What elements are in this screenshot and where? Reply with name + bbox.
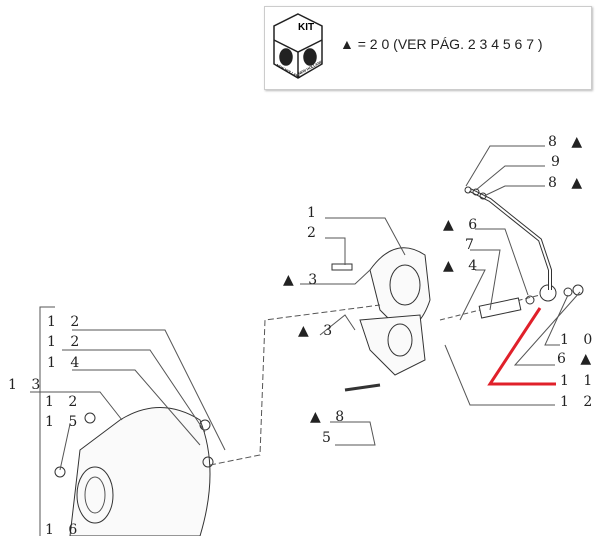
callout-7: 7 <box>465 237 479 253</box>
highlight-marker <box>487 307 556 386</box>
callout-11: 1 1 <box>560 373 598 389</box>
callout-5: 5 <box>322 430 336 446</box>
callout-6: ▲ 6 <box>443 217 483 233</box>
callout-16: 1 6 <box>45 522 83 536</box>
callout-6: 6 ▲ <box>557 351 597 367</box>
callout-9: 9 <box>551 154 565 170</box>
kit-legend-text: ▲ = 2 0 (VER PÁG. 2 3 4 5 6 7 ) <box>340 36 543 52</box>
callout-3: ▲ 3 <box>298 323 338 339</box>
callout-8: 8 ▲ <box>548 175 588 191</box>
callout-8: ▲ 8 <box>310 409 350 425</box>
callout-13: 1 3 <box>8 377 46 393</box>
kit-badge-label: KIT <box>298 22 315 33</box>
callout-12: 1 2 <box>45 394 83 410</box>
callout-12: 1 2 <box>47 314 85 330</box>
brake-housing <box>331 247 431 392</box>
callout-8: 8 ▲ <box>548 134 588 150</box>
callout-1: 1 <box>307 205 321 221</box>
kit-cube-icon <box>273 13 323 79</box>
shaft <box>478 284 584 319</box>
callout-14: 1 4 <box>47 355 85 371</box>
callout-3: ▲ 3 <box>283 272 323 288</box>
callout-12: 1 2 <box>560 394 598 410</box>
callout-2: 2 <box>307 225 321 241</box>
callout-10: 1 0 <box>560 332 598 348</box>
callout-15: 1 5 <box>45 414 83 430</box>
callout-12: 1 2 <box>47 334 85 350</box>
callout-4: ▲ 4 <box>443 258 483 274</box>
hub-housing <box>54 407 214 536</box>
